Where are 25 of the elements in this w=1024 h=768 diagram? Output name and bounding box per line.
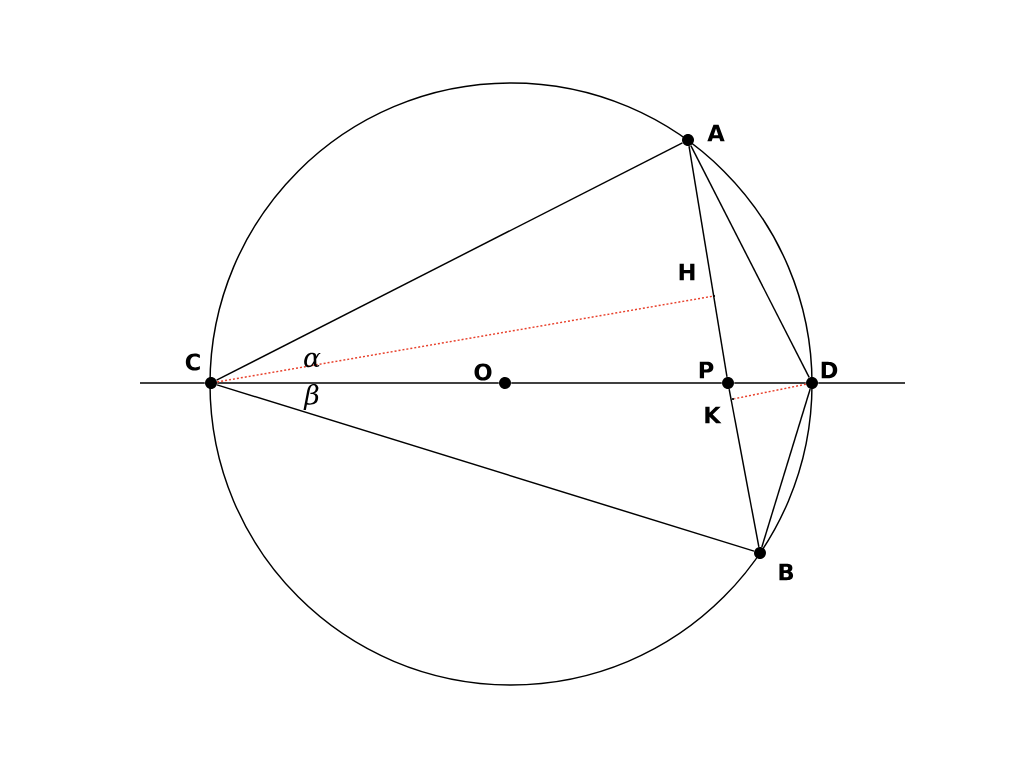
point-label: K bbox=[705, 406, 722, 424]
line-segment bbox=[216, 384, 755, 552]
dotted-line bbox=[216, 295, 714, 383]
point-label: H bbox=[679, 263, 695, 281]
angle-label: α bbox=[304, 352, 321, 368]
line-segment bbox=[139, 382, 206, 384]
foot-point bbox=[731, 397, 735, 401]
point-label: A bbox=[707, 124, 725, 142]
dotted-line bbox=[733, 383, 807, 400]
angle-label: β bbox=[303, 384, 319, 410]
point-label: B bbox=[779, 563, 794, 581]
point-label: O bbox=[474, 363, 492, 381]
line-segment bbox=[817, 382, 906, 384]
line-segment bbox=[733, 382, 807, 384]
line-segment bbox=[690, 144, 810, 379]
line-segment bbox=[215, 142, 684, 381]
point-label: P bbox=[699, 361, 714, 379]
line-segment bbox=[216, 382, 500, 384]
line-segment bbox=[510, 382, 723, 384]
foot-point bbox=[712, 294, 716, 298]
point-label: C bbox=[185, 353, 200, 371]
point-label: D bbox=[821, 361, 838, 379]
line-segment bbox=[728, 388, 760, 548]
line-segment bbox=[688, 145, 728, 378]
line-segment bbox=[761, 388, 811, 548]
